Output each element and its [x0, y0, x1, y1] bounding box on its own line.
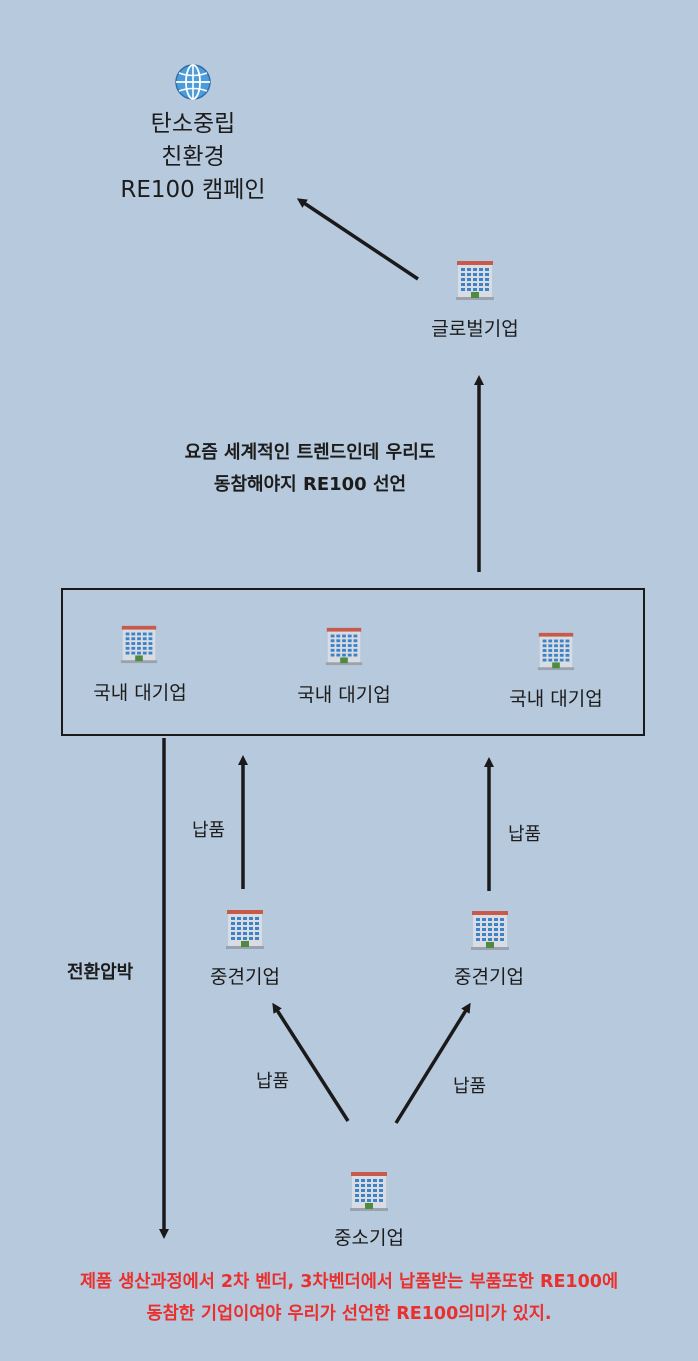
- footer-line-2: 동참한 기업이여야 우리가 선언한 RE100의미가 있지.: [146, 1304, 552, 1324]
- small-company-label: 중소기업: [334, 1227, 404, 1249]
- supply-label-right: 납품: [508, 824, 542, 845]
- supply-label-left: 납품: [192, 820, 226, 841]
- midsize-company-label-2: 중견기업: [454, 966, 524, 988]
- domestic-company-label-2: 국내 대기업: [297, 684, 391, 706]
- office-building-icon: [471, 911, 509, 950]
- midsize-company-label-1: 중견기업: [210, 966, 280, 988]
- arrow-global-to-campaign: [296, 198, 419, 281]
- footer-line-1: 제품 생산과정에서 2차 벤더, 3차벤더에서 납품받는 부품또한 RE100에: [79, 1272, 619, 1292]
- campaign-text: 탄소중립 친환경 RE100 캠페인: [73, 108, 313, 207]
- globe-icon: [175, 64, 211, 100]
- supply-label-lower-left: 납품: [256, 1071, 290, 1092]
- note-line-1: 요즘 세계적인 트렌드인데 우리도: [184, 442, 436, 463]
- domestic-company-label-3: 국내 대기업: [509, 688, 603, 710]
- office-building-icon: [350, 1172, 388, 1211]
- domestic-companies-box: [61, 588, 645, 736]
- note-line-2: 동참해야지 RE100 선언: [213, 474, 407, 495]
- footer-note: 제품 생산과정에서 2차 벤더, 3차벤더에서 납품받는 부품또한 RE100에…: [4, 1266, 694, 1330]
- arrow-small-to-midsize1: [272, 1002, 350, 1122]
- re100-declaration-note: 요즘 세계적인 트렌드인데 우리도 동참해야지 RE100 선언: [110, 437, 510, 501]
- office-building-icon: [226, 910, 264, 949]
- domestic-company-label-1: 국내 대기업: [93, 682, 187, 704]
- office-building-icon: [325, 627, 363, 666]
- pressure-label: 전환압박: [67, 962, 134, 983]
- arrow-small-to-midsize2: [394, 1002, 471, 1124]
- supply-label-lower-right: 납품: [453, 1076, 487, 1097]
- office-building-icon: [537, 632, 575, 671]
- global-company-label: 글로벌기업: [431, 318, 519, 340]
- office-building-icon: [456, 261, 494, 300]
- campaign-line-1: 탄소중립: [150, 111, 236, 137]
- office-building-icon: [120, 625, 158, 664]
- campaign-line-3: RE100 캠페인: [120, 177, 266, 203]
- campaign-line-2: 친환경: [161, 144, 225, 170]
